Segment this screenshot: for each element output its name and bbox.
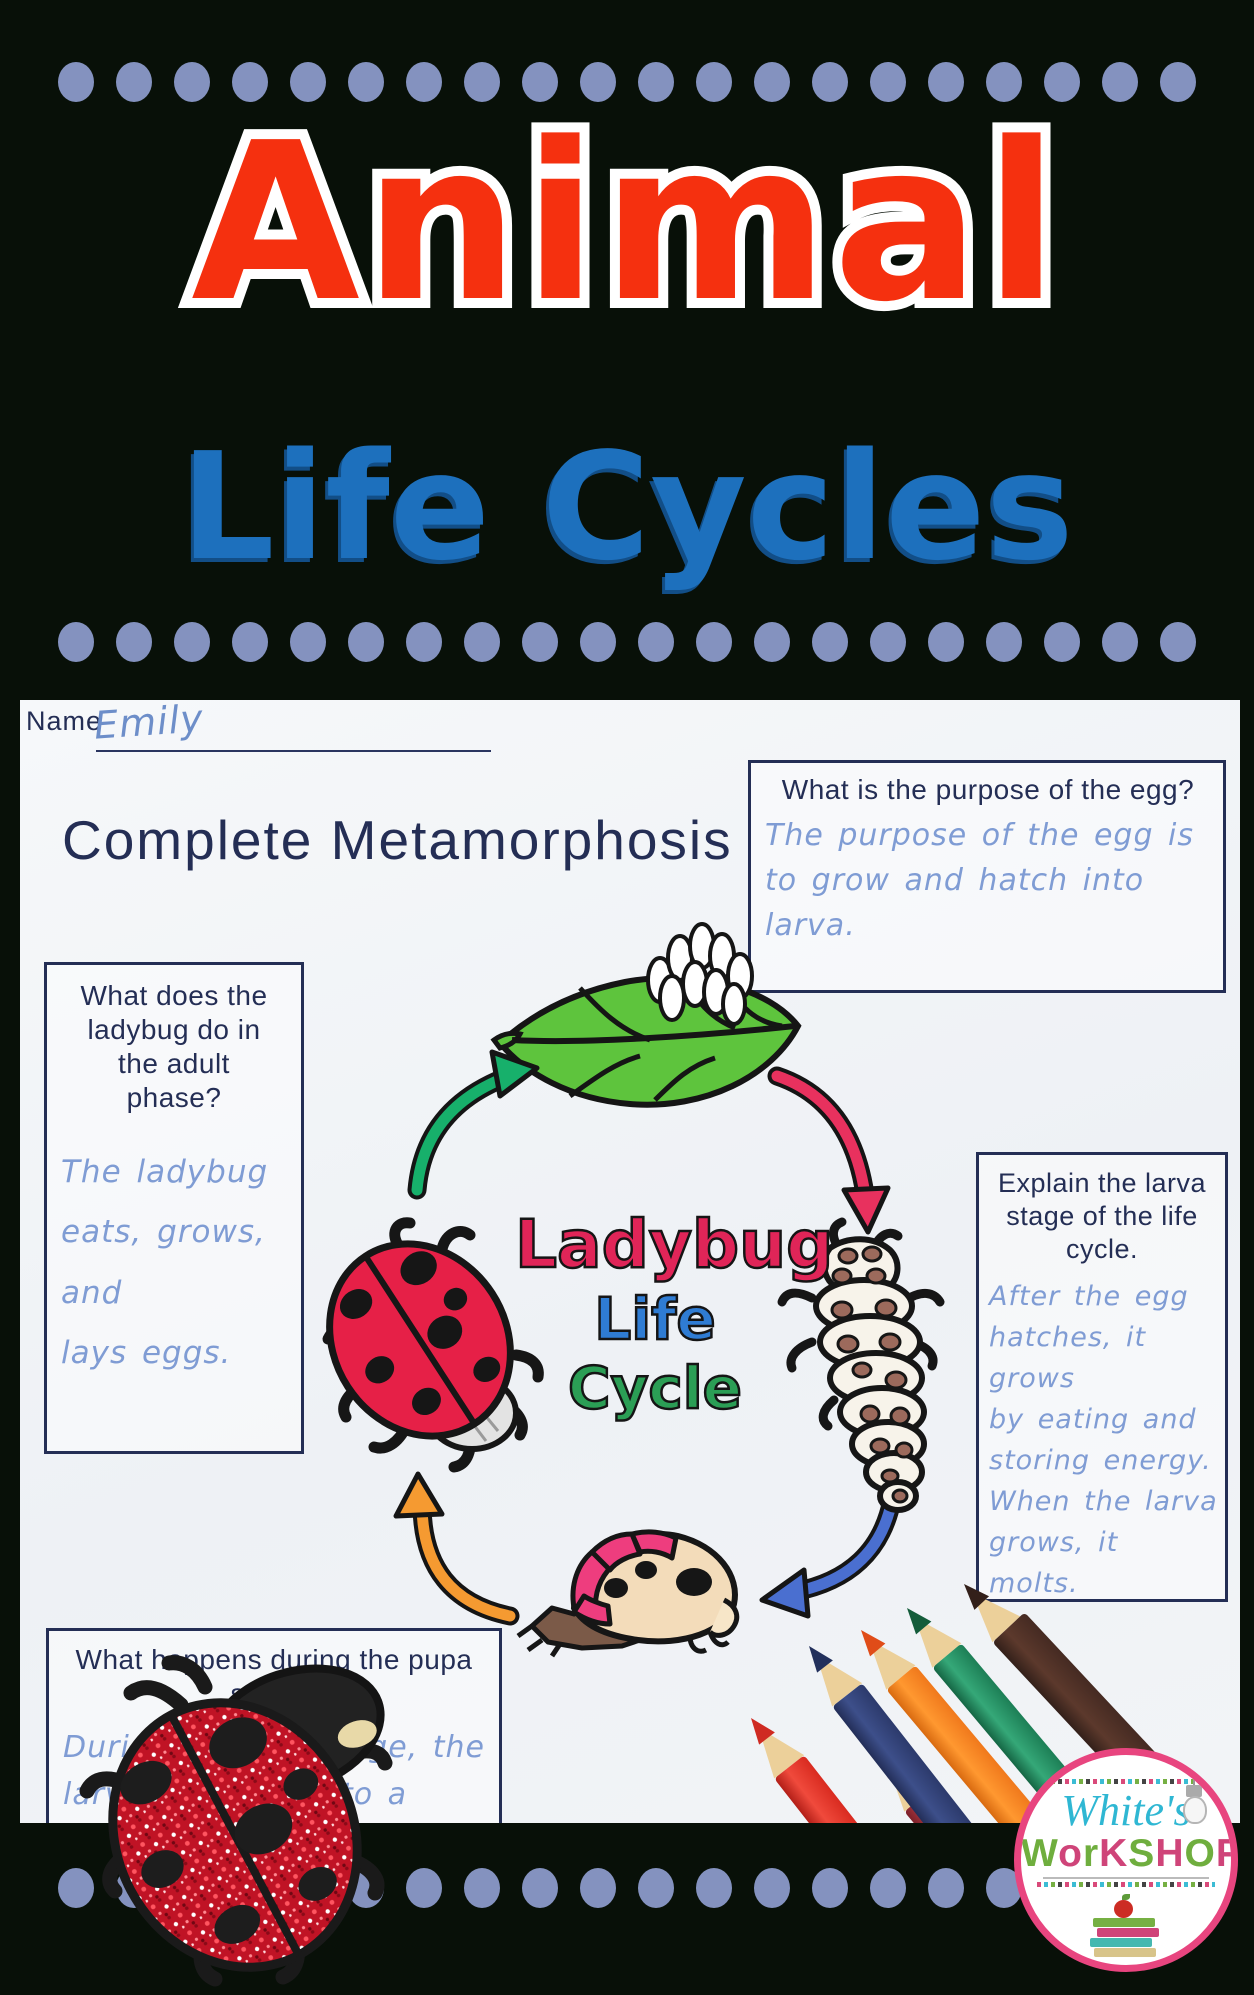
arrow-larva-to-pupa — [759, 1490, 902, 1619]
egg-answer: The purpose of the egg is to grow and ha… — [765, 818, 1195, 944]
adult-ladybug-illustration — [322, 1217, 544, 1473]
arrow-pupa-to-adult — [393, 1471, 520, 1626]
lightbulb-icon — [1183, 1771, 1207, 1827]
banner-title-animal: Animal Animal — [0, 87, 1254, 360]
dot-border-top — [0, 62, 1254, 102]
dot-border-middle — [0, 622, 1254, 662]
egg-question-box: What is the purpose of the egg? The purp… — [748, 760, 1226, 993]
adult-answer: The ladybug eats, grows, and lays eggs. — [61, 1153, 269, 1371]
larva-question: Explain the larva stage of the life cycl… — [997, 1168, 1207, 1264]
logo-dotted-rule-bottom — [1037, 1882, 1215, 1887]
adult-question-box: What does the ladybug do in the adult ph… — [44, 962, 304, 1454]
logo-word-workshop: WorKSHOP — [1021, 1832, 1231, 1875]
egg-question: What is the purpose of the egg? — [781, 774, 1195, 805]
whites-workshop-logo: White's WorKSHOP — [1014, 1748, 1238, 1972]
name-underline — [96, 750, 491, 752]
larva-answer: After the egg hatches, it grows by eatin… — [989, 1280, 1218, 1600]
larva-illustration — [777, 1217, 945, 1513]
pupa-illustration — [516, 1529, 740, 1658]
arrow-adult-to-egg — [407, 1049, 540, 1200]
name-handwritten-value: Emily — [92, 700, 206, 748]
navy-pencil — [794, 1634, 1152, 1823]
logo-dotted-rule-top — [1037, 1779, 1215, 1784]
banner-title-text: Animal — [191, 97, 1063, 350]
cycle-title-cycle: Cycle — [567, 1353, 743, 1424]
cycle-title-life: Life — [593, 1284, 717, 1355]
banner-subtitle-life-cycles: Life Cycles — [180, 421, 1074, 593]
logo-word-whites: White's — [1061, 1786, 1191, 1835]
glitter-ladybug-clipart — [79, 1655, 393, 1987]
banner-title-outline: Animal — [181, 87, 1069, 360]
worksheet-heading: Complete Metamorphosis — [62, 809, 733, 871]
cycle-title-ladybug: Ladybug — [514, 1205, 835, 1285]
cycle-title: Ladybug Life Cycle — [514, 1205, 835, 1424]
larva-question-box: Explain the larva stage of the life cycl… — [976, 1152, 1228, 1602]
book-stack-icon — [1090, 1894, 1162, 1957]
arrow-egg-to-larva — [767, 1066, 891, 1235]
worksheet-photo: Name Emily Complete Metamorphosis What i… — [20, 700, 1240, 1823]
red-pencil — [736, 1706, 1094, 1823]
name-label: Name — [26, 706, 103, 736]
adult-question: What does the ladybug do in the adult ph… — [80, 980, 268, 1114]
logo-rule — [1043, 1877, 1209, 1879]
name-row: Name Emily — [26, 700, 491, 752]
egg-stage-leaf-illustration — [490, 922, 802, 1108]
apple-icon — [1114, 1894, 1133, 1918]
brown-pencil — [950, 1571, 1240, 1823]
